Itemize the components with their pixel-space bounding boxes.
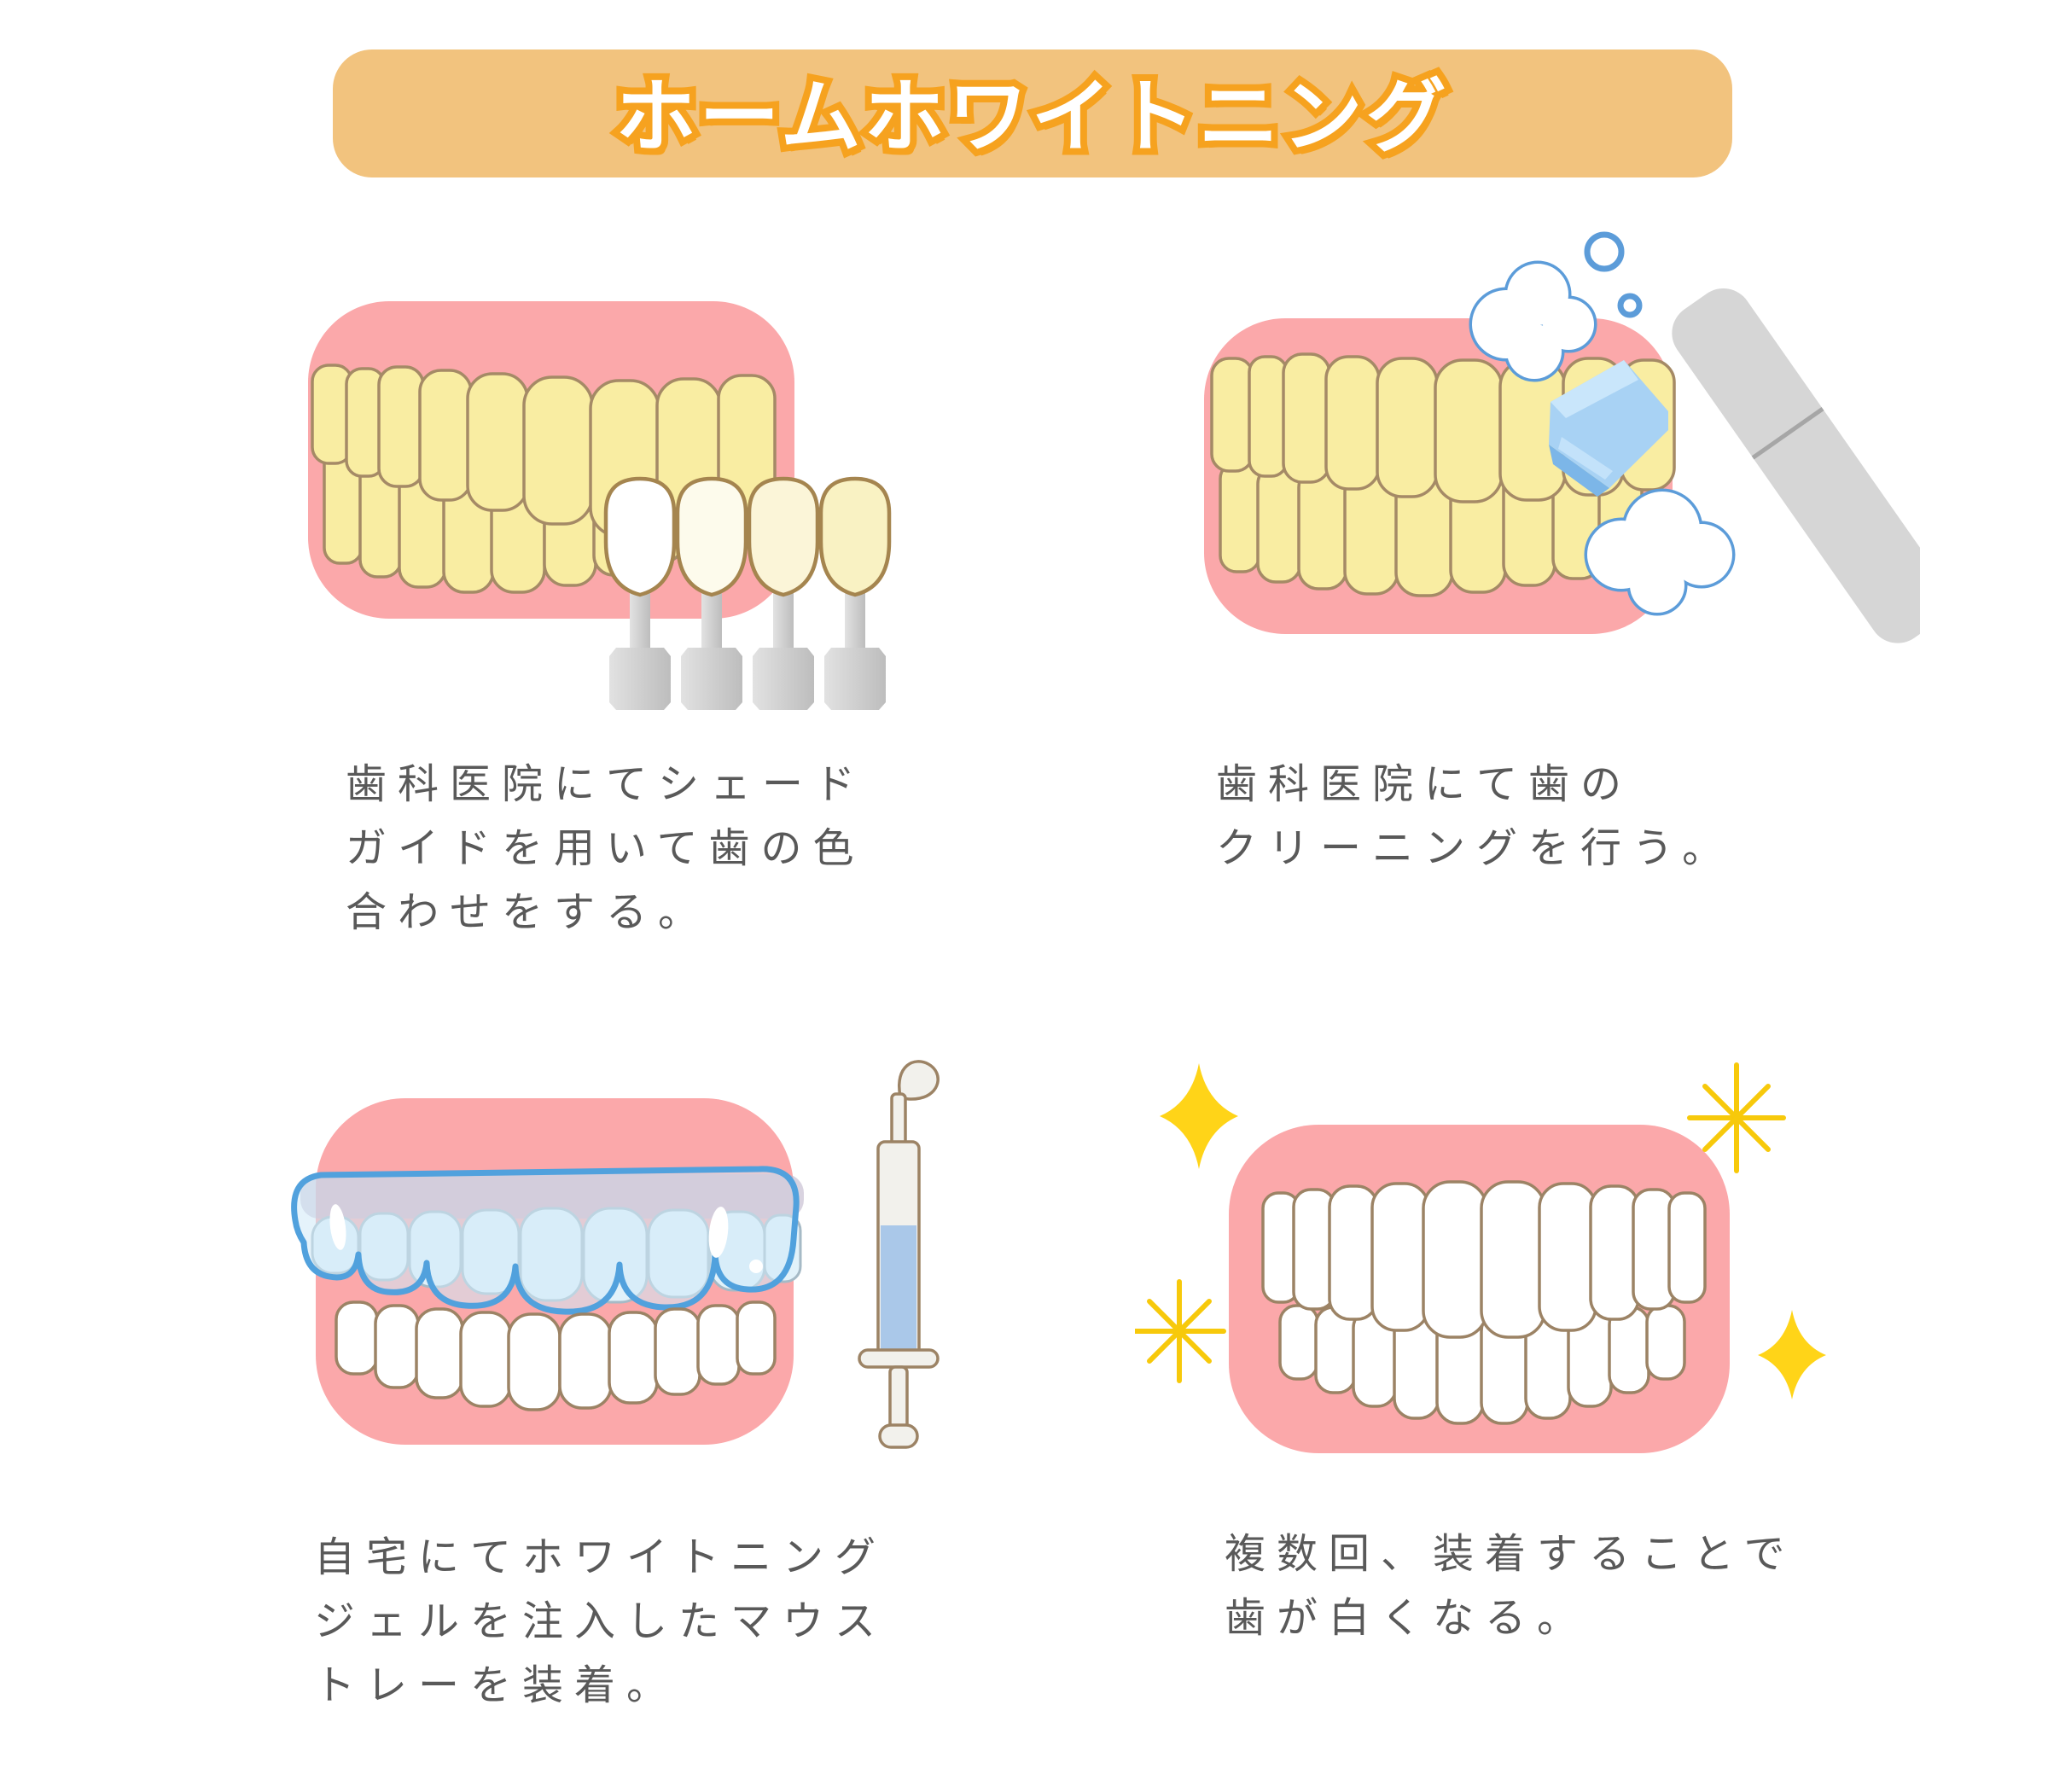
lower-teeth-row (335, 1300, 777, 1411)
polisher-nozzle-icon (1549, 360, 1668, 497)
step3-mouth-tray-illustration (291, 1060, 940, 1449)
polisher-handpiece-icon (1672, 288, 1920, 643)
step1-shade-guide-illustration (308, 301, 892, 710)
sparkle-burst-icon (1135, 1279, 1226, 1383)
sparkle-icon (1758, 1310, 1826, 1399)
step4-caption: 複数回、装着することで 歯が白くなる。 (1225, 1532, 1796, 1641)
shade-tab-4 (818, 476, 892, 710)
foam-cloud-top-icon (1469, 231, 1643, 382)
step1-caption: 歯科医院にてシェード ガイドを用いて歯の色 合わせをする。 (346, 762, 867, 935)
step2-caption: 歯科医院にて歯の クリーニングを行う。 (1216, 762, 1735, 871)
lower-teeth-row (1278, 1304, 1686, 1425)
step3-caption: 自宅にてホワイトニング ジェルを注入したマウス トレーを装着。 (314, 1535, 887, 1708)
shade-guide (603, 476, 892, 710)
shade-tab-3 (747, 476, 820, 710)
upper-teeth-row (311, 364, 777, 538)
foam-cloud-bottom-icon (1584, 488, 1736, 616)
tray-highlights (329, 1204, 763, 1273)
bubble-icon (1584, 231, 1625, 272)
title-banner: ホームホワイトニング ホームホワイトニング (333, 49, 1732, 177)
whitening-tray (291, 1166, 800, 1315)
sparkle-burst-icon (1687, 1062, 1786, 1173)
shade-tab-2 (675, 476, 748, 710)
upper-teeth-row (1261, 1180, 1707, 1339)
bubble-icon (1617, 293, 1643, 318)
step4-white-teeth-illustration (1135, 1062, 1826, 1453)
page-title-outline: ホームホワイトニング (608, 65, 1452, 168)
step2-cleaning-illustration (1204, 231, 1920, 643)
sparkle-icon (1160, 1063, 1238, 1169)
gel-syringe-icon (858, 1060, 940, 1449)
page-title: ホームホワイトニング (615, 71, 1450, 161)
shade-tab-1 (603, 476, 677, 710)
